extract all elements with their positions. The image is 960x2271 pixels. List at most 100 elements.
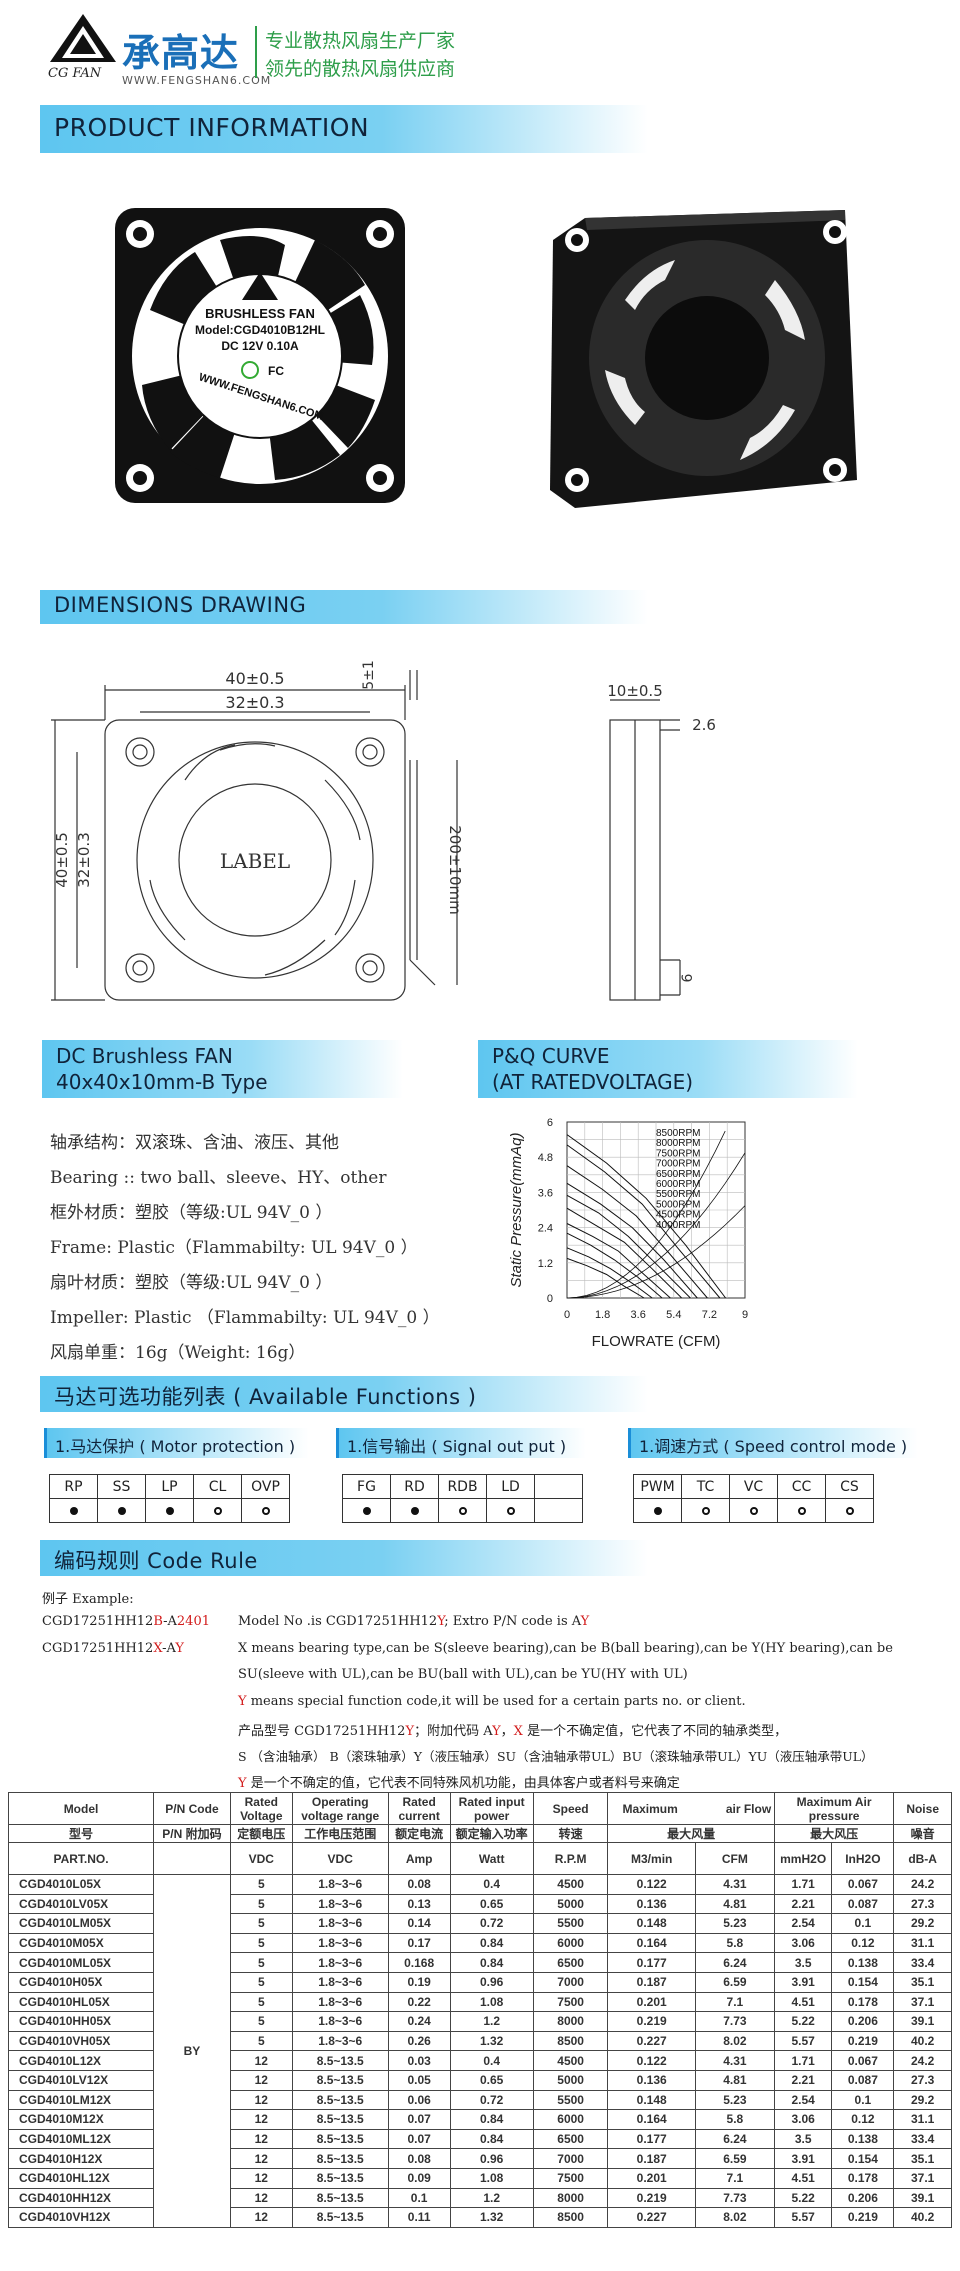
table-cell: 29.2 [893, 2089, 952, 2111]
table-cell: 2.21 [773, 1893, 833, 1915]
fan-label-line1: BRUSHLESS FAN [205, 306, 315, 321]
open-dot-icon [845, 1506, 854, 1515]
function-mark [342, 1498, 391, 1523]
table-cell: 0.154 [831, 2148, 895, 2169]
text-red: X [513, 1724, 523, 1739]
brand-header: CG FAN 承高达 WWW.FENGSHAN6.COM 专业散热风扇生产厂家 … [30, 10, 510, 90]
table-cell: 24.2 [893, 1874, 952, 1895]
table-cell: 29.2 [893, 1913, 952, 1934]
table-cell: 0.03 [387, 2050, 451, 2071]
table-cell: 0.138 [831, 2128, 895, 2150]
function-mark [145, 1498, 194, 1523]
website: WWW.FENGSHAN6.COM [122, 74, 272, 87]
table-cell: 6500 [532, 1952, 609, 1973]
table-cell: 0.09 [387, 2167, 451, 2189]
table-cell: 0.154 [831, 1971, 895, 1993]
table-cell: 27.3 [893, 2069, 952, 2091]
table-cell: 0.201 [607, 1991, 696, 2013]
table-cell: 0.08 [387, 1874, 451, 1895]
header-unit: InH2O [831, 1842, 895, 1875]
series-line [566, 1257, 645, 1299]
table-cell: CGD4010L05X [7, 1874, 155, 1895]
spec-line: 框外材质：塑胶（等级:UL 94V_0 ） [50, 1203, 333, 1223]
table-cell: 8.5~13.5 [291, 2148, 389, 2169]
y-tick-label: 0 [547, 1293, 553, 1305]
function-code: RD [390, 1474, 439, 1499]
table-cell: 0.177 [607, 1952, 696, 1973]
function-mark [49, 1498, 98, 1523]
table-cell: 0.148 [607, 2089, 696, 2111]
x-tick-label: 7.2 [702, 1309, 717, 1321]
table-cell: 0.187 [607, 1971, 696, 1993]
function-mark [729, 1498, 778, 1523]
table-cell: 8.5~13.5 [291, 2207, 389, 2228]
slogan-1: 专业散热风扇生产厂家 [265, 30, 456, 52]
table-cell: 1.8~3~6 [291, 1991, 389, 2013]
table-cell: 6.24 [694, 1952, 775, 1973]
table-cell: 5000 [532, 1893, 609, 1915]
table-cell: 1.8~3~6 [291, 1971, 389, 1993]
filled-dot-icon [362, 1506, 371, 1515]
table-cell: 0.24 [387, 2011, 451, 2032]
table-cell: 4.31 [694, 2050, 775, 2071]
table-cell: 31.1 [893, 1932, 952, 1954]
function-mark [825, 1498, 874, 1523]
function-group-title: 1.信号输出 ( Signal out put ) [347, 1437, 567, 1456]
function-code: FG [342, 1474, 391, 1499]
header-cn: P/N 附加码 [153, 1824, 231, 1843]
x-axis-label: FLOWRATE (CFM) [592, 1333, 721, 1350]
table-cell: 1.71 [773, 2050, 833, 2071]
table-cell: 5.23 [694, 1913, 775, 1934]
table-cell: 0.1 [831, 2089, 895, 2111]
table-cell: 4500 [532, 1874, 609, 1895]
table-cell: 7000 [532, 2148, 609, 2169]
table-cell: 24.2 [893, 2050, 952, 2071]
filled-dot-icon [117, 1506, 126, 1515]
text: ， [500, 1724, 514, 1739]
table-cell: 5.57 [773, 2030, 833, 2052]
table-cell: 0.138 [831, 1952, 895, 1973]
dim-side-b: 6 [680, 973, 696, 982]
function-mark [438, 1498, 487, 1523]
table-cell: 0.07 [387, 2128, 451, 2150]
dim-side-a: 2.6 [692, 716, 716, 734]
table-cell: 1.8~3~6 [291, 2030, 389, 2052]
table-cell: 0.219 [607, 2011, 696, 2032]
pq-title-2: (AT RATEDVOLTAGE) [492, 1070, 694, 1094]
table-cell: 0.07 [387, 2109, 451, 2130]
table-cell: 1.32 [449, 2207, 534, 2228]
function-code: OVP [241, 1474, 290, 1499]
table-cell: 0.72 [449, 2089, 534, 2111]
function-mark [390, 1498, 439, 1523]
table-cell: 0.84 [449, 2109, 534, 2130]
header-rated-power: Rated input power [449, 1792, 534, 1825]
table-cell: CGD4010LM12X [7, 2089, 155, 2111]
function-mark [193, 1498, 242, 1523]
series-label: 4000RPM [656, 1220, 700, 1231]
table-cell: 31.1 [893, 2109, 952, 2130]
filled-dot-icon [69, 1506, 78, 1515]
table-cell: CGD4010VH12X [7, 2207, 155, 2228]
table-cell: 5 [229, 1874, 293, 1895]
y-meaning-line: Y means special function code,it will be… [238, 1694, 746, 1709]
table-cell: 8000 [532, 2187, 609, 2209]
table-cell: 1.32 [449, 2030, 534, 2052]
header-unit: PART.NO. [7, 1842, 155, 1875]
table-cell: 0.168 [387, 1952, 451, 1973]
table-cell: CGD4010H12X [7, 2148, 155, 2169]
table-cell: 0.219 [831, 2207, 895, 2228]
series-line [566, 1194, 691, 1299]
header-unit: Amp [387, 1842, 451, 1875]
table-cell: 5.22 [773, 2187, 833, 2209]
table-cell: 5500 [532, 2089, 609, 2111]
table-cell: 5 [229, 1991, 293, 2013]
table-cell: CGD4010LM05X [7, 1913, 155, 1934]
impedance-curve [566, 1130, 726, 1299]
code-part-red: X [153, 1641, 163, 1656]
code-part-red: Y [175, 1641, 184, 1656]
table-cell: 12 [229, 2109, 293, 2130]
table-cell: 8.5~13.5 [291, 2089, 389, 2111]
table-cell: 0.087 [831, 1893, 895, 1915]
table-cell: 5 [229, 1971, 293, 1993]
table-cell: 1.08 [449, 1991, 534, 2013]
